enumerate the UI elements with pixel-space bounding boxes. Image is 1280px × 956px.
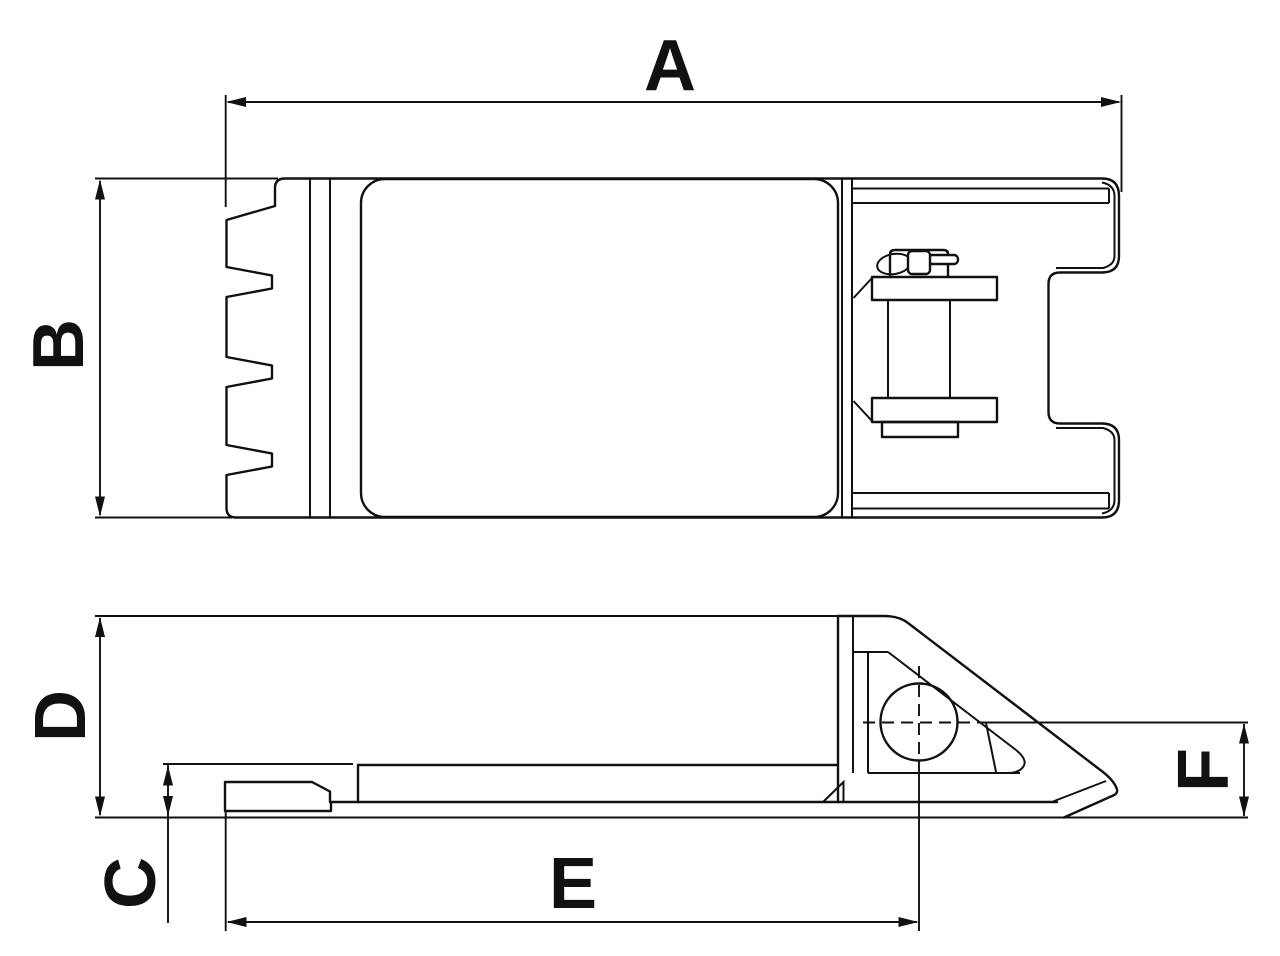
dim-label-c: C <box>91 857 171 909</box>
bracket-inner-hypotenuse <box>887 651 1026 774</box>
dim-label-b: B <box>19 319 99 371</box>
dim-a-arrow-right <box>1101 97 1121 107</box>
bracket-base-chamfer <box>822 779 845 803</box>
washer-chamfer-upper <box>852 277 873 299</box>
dimension-e: E <box>224 811 919 931</box>
dim-label-f: F <box>1164 748 1244 792</box>
dim-c-arrow-bottom <box>163 796 173 816</box>
dim-e-arrow-left <box>226 917 247 927</box>
top-view-drawing <box>225 177 1121 519</box>
dim-f-arrow-bottom <box>1239 796 1249 817</box>
dim-c-arrow-top <box>163 765 173 786</box>
top-view-outline <box>225 177 1121 519</box>
dim-label-a: A <box>644 26 696 106</box>
dim-label-d: D <box>21 690 101 742</box>
pin-upper-washer <box>870 275 999 302</box>
pin-assembly-top-view <box>852 248 999 439</box>
dim-label-e: E <box>549 844 597 924</box>
bracket-outline <box>836 614 1119 819</box>
hook-block <box>223 780 333 813</box>
dim-b-arrow-top <box>95 179 105 200</box>
gusset-edge <box>985 722 997 773</box>
dim-e-arrow-right <box>898 917 919 927</box>
pin-lower-washer <box>870 396 999 424</box>
dimension-b: B <box>19 177 278 519</box>
cotter-pin-head <box>906 249 932 276</box>
dim-b-arrow-bottom <box>95 496 105 517</box>
side-view-drawing <box>223 614 1248 931</box>
cotter-pin-bar <box>926 253 960 266</box>
right-edge-inner-line-bottom <box>1056 427 1116 515</box>
dimensions: A B D C <box>19 26 1249 931</box>
pin-bottom-plate <box>880 420 960 439</box>
dimension-a: A <box>224 26 1123 207</box>
dim-f-arrow-top <box>1239 723 1249 744</box>
cover-plate <box>359 177 840 519</box>
pin-hole <box>879 682 959 762</box>
dimension-f: F <box>1164 723 1249 817</box>
right-edge-inner-line-top <box>1056 181 1116 269</box>
dim-a-arrow-left <box>226 97 246 107</box>
dim-d-arrow-top <box>95 617 105 637</box>
dimension-c: C <box>91 763 353 923</box>
dim-d-arrow-bottom <box>95 796 105 817</box>
washer-chamfer-lower <box>852 400 873 422</box>
foot-inner-edge <box>1052 780 1107 803</box>
dimension-d: D <box>21 615 838 817</box>
